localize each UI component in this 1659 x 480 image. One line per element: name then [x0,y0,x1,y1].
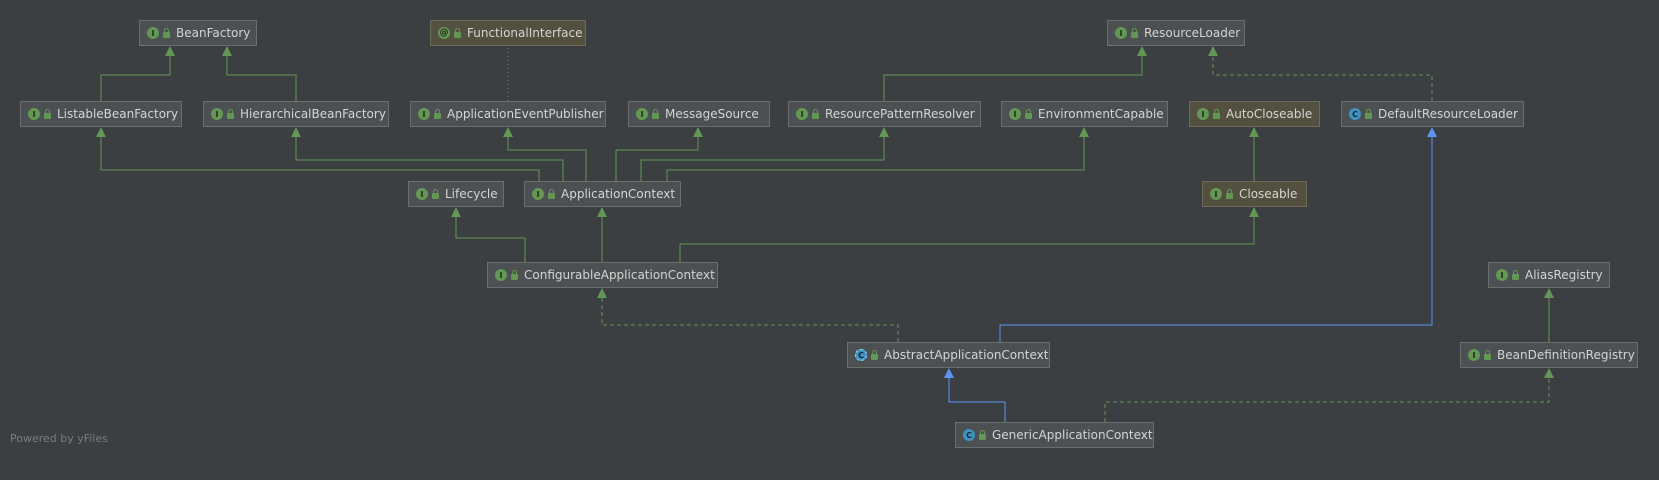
edge-extends [666,127,1089,181]
abstract-icon: C [855,349,867,361]
public-lock-icon [44,108,51,119]
public-lock-icon [1226,188,1233,199]
interface-icon: I [495,269,507,281]
node-label: FunctionalInterface [467,26,583,40]
public-lock-icon [1213,108,1220,119]
class-icon: C [1349,108,1361,120]
node-lifecycle[interactable]: I Lifecycle [408,181,504,207]
node-label: Closeable [1239,187,1298,201]
node-label: BeanDefinitionRegistry [1497,348,1635,362]
public-lock-icon [454,27,461,38]
node-label: ConfigurableApplicationContext [524,268,715,282]
node-label: ListableBeanFactory [57,107,179,121]
public-lock-icon [979,429,986,440]
edge-extends [451,207,526,262]
edge-extends [222,46,297,101]
interface-icon: I [796,108,808,120]
node-label: HierarchicalBeanFactory [240,107,386,121]
node-label: AliasRegistry [1525,268,1603,282]
edge-class-extends [944,368,1006,422]
interface-icon: I [416,188,428,200]
interface-icon: I [636,108,648,120]
public-lock-icon [1484,349,1491,360]
interface-icon: I [1115,27,1127,39]
node-label: ApplicationEventPublisher [447,107,604,121]
annotation-icon: @ [438,27,450,39]
edge-extends [96,127,540,181]
node-label: AbstractApplicationContext [884,348,1049,362]
public-lock-icon [434,108,441,119]
public-lock-icon [432,188,439,199]
node-bean-factory[interactable]: I BeanFactory [139,20,257,46]
node-alias-registry[interactable]: I AliasRegistry [1488,262,1610,288]
edge-extends [640,127,889,181]
edge-extends [883,46,1147,101]
edge-extends [100,46,175,101]
node-application-event-publisher[interactable]: I ApplicationEventPublisher [410,101,606,127]
class-icon: C [963,429,975,441]
node-label: ResourceLoader [1144,26,1241,40]
node-label: ApplicationContext [561,187,676,201]
interface-icon: I [418,108,430,120]
node-message-source[interactable]: I MessageSource [628,101,770,127]
node-generic-application-context[interactable]: C GenericApplicationContext [955,422,1154,448]
edge-extends [291,127,564,181]
node-auto-closeable[interactable]: I AutoCloseable [1189,101,1320,127]
node-hierarchical-bean-factory[interactable]: I HierarchicalBeanFactory [203,101,389,127]
node-label: ResourcePatternResolver [825,107,975,121]
node-label: Lifecycle [445,187,498,201]
public-lock-icon [163,27,170,38]
node-label: AutoCloseable [1226,107,1313,121]
public-lock-icon [871,349,878,360]
public-lock-icon [652,108,659,119]
edge-implements [1208,46,1433,101]
public-lock-icon [1025,108,1032,119]
interface-icon: I [211,108,223,120]
public-lock-icon [227,108,234,119]
node-abstract-application-context[interactable]: C AbstractApplicationContext [847,342,1050,368]
node-resource-pattern-resolver[interactable]: I ResourcePatternResolver [788,101,981,127]
interface-icon: I [1197,108,1209,120]
powered-by-footer: Powered by yFiles [10,432,108,445]
interface-icon: I [1496,269,1508,281]
node-resource-loader[interactable]: I ResourceLoader [1107,20,1245,46]
public-lock-icon [1512,269,1519,280]
public-lock-icon [1365,108,1372,119]
interface-icon: I [28,108,40,120]
public-lock-icon [511,269,518,280]
interface-icon: I [532,188,544,200]
node-label: BeanFactory [176,26,251,40]
node-label: MessageSource [665,107,759,121]
edge-extends [679,207,1259,262]
public-lock-icon [812,108,819,119]
node-bean-definition-registry[interactable]: I BeanDefinitionRegistry [1460,342,1638,368]
edge-extends [503,127,587,181]
interface-icon: I [1009,108,1021,120]
interface-icon: I [1210,188,1222,200]
node-label: EnvironmentCapable [1038,107,1164,121]
interface-icon: I [1468,349,1480,361]
node-application-context[interactable]: I ApplicationContext [524,181,681,207]
node-functional-interface[interactable]: @ FunctionalInterface [430,20,586,46]
node-closeable[interactable]: I Closeable [1202,181,1307,207]
node-default-resource-loader[interactable]: C DefaultResourceLoader [1341,101,1524,127]
edge-implements [1104,368,1554,422]
node-configurable-application-context[interactable]: I ConfigurableApplicationContext [487,262,718,288]
edge-implements [597,288,899,342]
public-lock-icon [548,188,555,199]
node-label: DefaultResourceLoader [1378,107,1518,121]
node-environment-capable[interactable]: I EnvironmentCapable [1001,101,1168,127]
public-lock-icon [1131,27,1138,38]
node-label: GenericApplicationContext [992,428,1153,442]
node-listable-bean-factory[interactable]: I ListableBeanFactory [20,101,182,127]
interface-icon: I [147,27,159,39]
edge-class-extends [999,127,1437,342]
edge-extends [615,127,703,181]
